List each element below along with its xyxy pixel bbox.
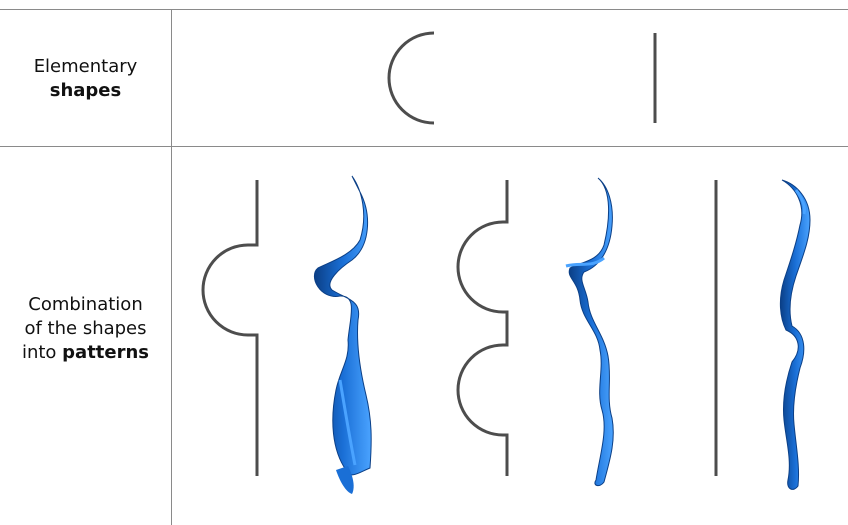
blue-ribbon-render-1	[313, 175, 372, 494]
table-top-border	[0, 9, 848, 10]
blue-ribbon-render-2	[565, 177, 614, 487]
semicircle-shape	[387, 31, 435, 125]
row2-label-line3-plain: into	[21, 342, 63, 363]
row2-label: Combination of the shapes into patterns	[0, 293, 171, 365]
row-divider	[0, 146, 848, 147]
row2-label-line1: Combination	[28, 294, 143, 315]
one-bump-pattern	[201, 180, 259, 476]
column-divider	[171, 9, 172, 525]
row2-label-line2: of the shapes	[24, 318, 147, 339]
row1-label: Elementary shapes	[0, 55, 171, 103]
blue-ribbon-render-3	[779, 179, 811, 490]
row1-label-plain: Elementary	[33, 56, 138, 77]
row1-label-bold: shapes	[49, 80, 122, 101]
two-bump-pattern	[456, 180, 509, 476]
row2-label-line3-bold: patterns	[62, 342, 150, 363]
